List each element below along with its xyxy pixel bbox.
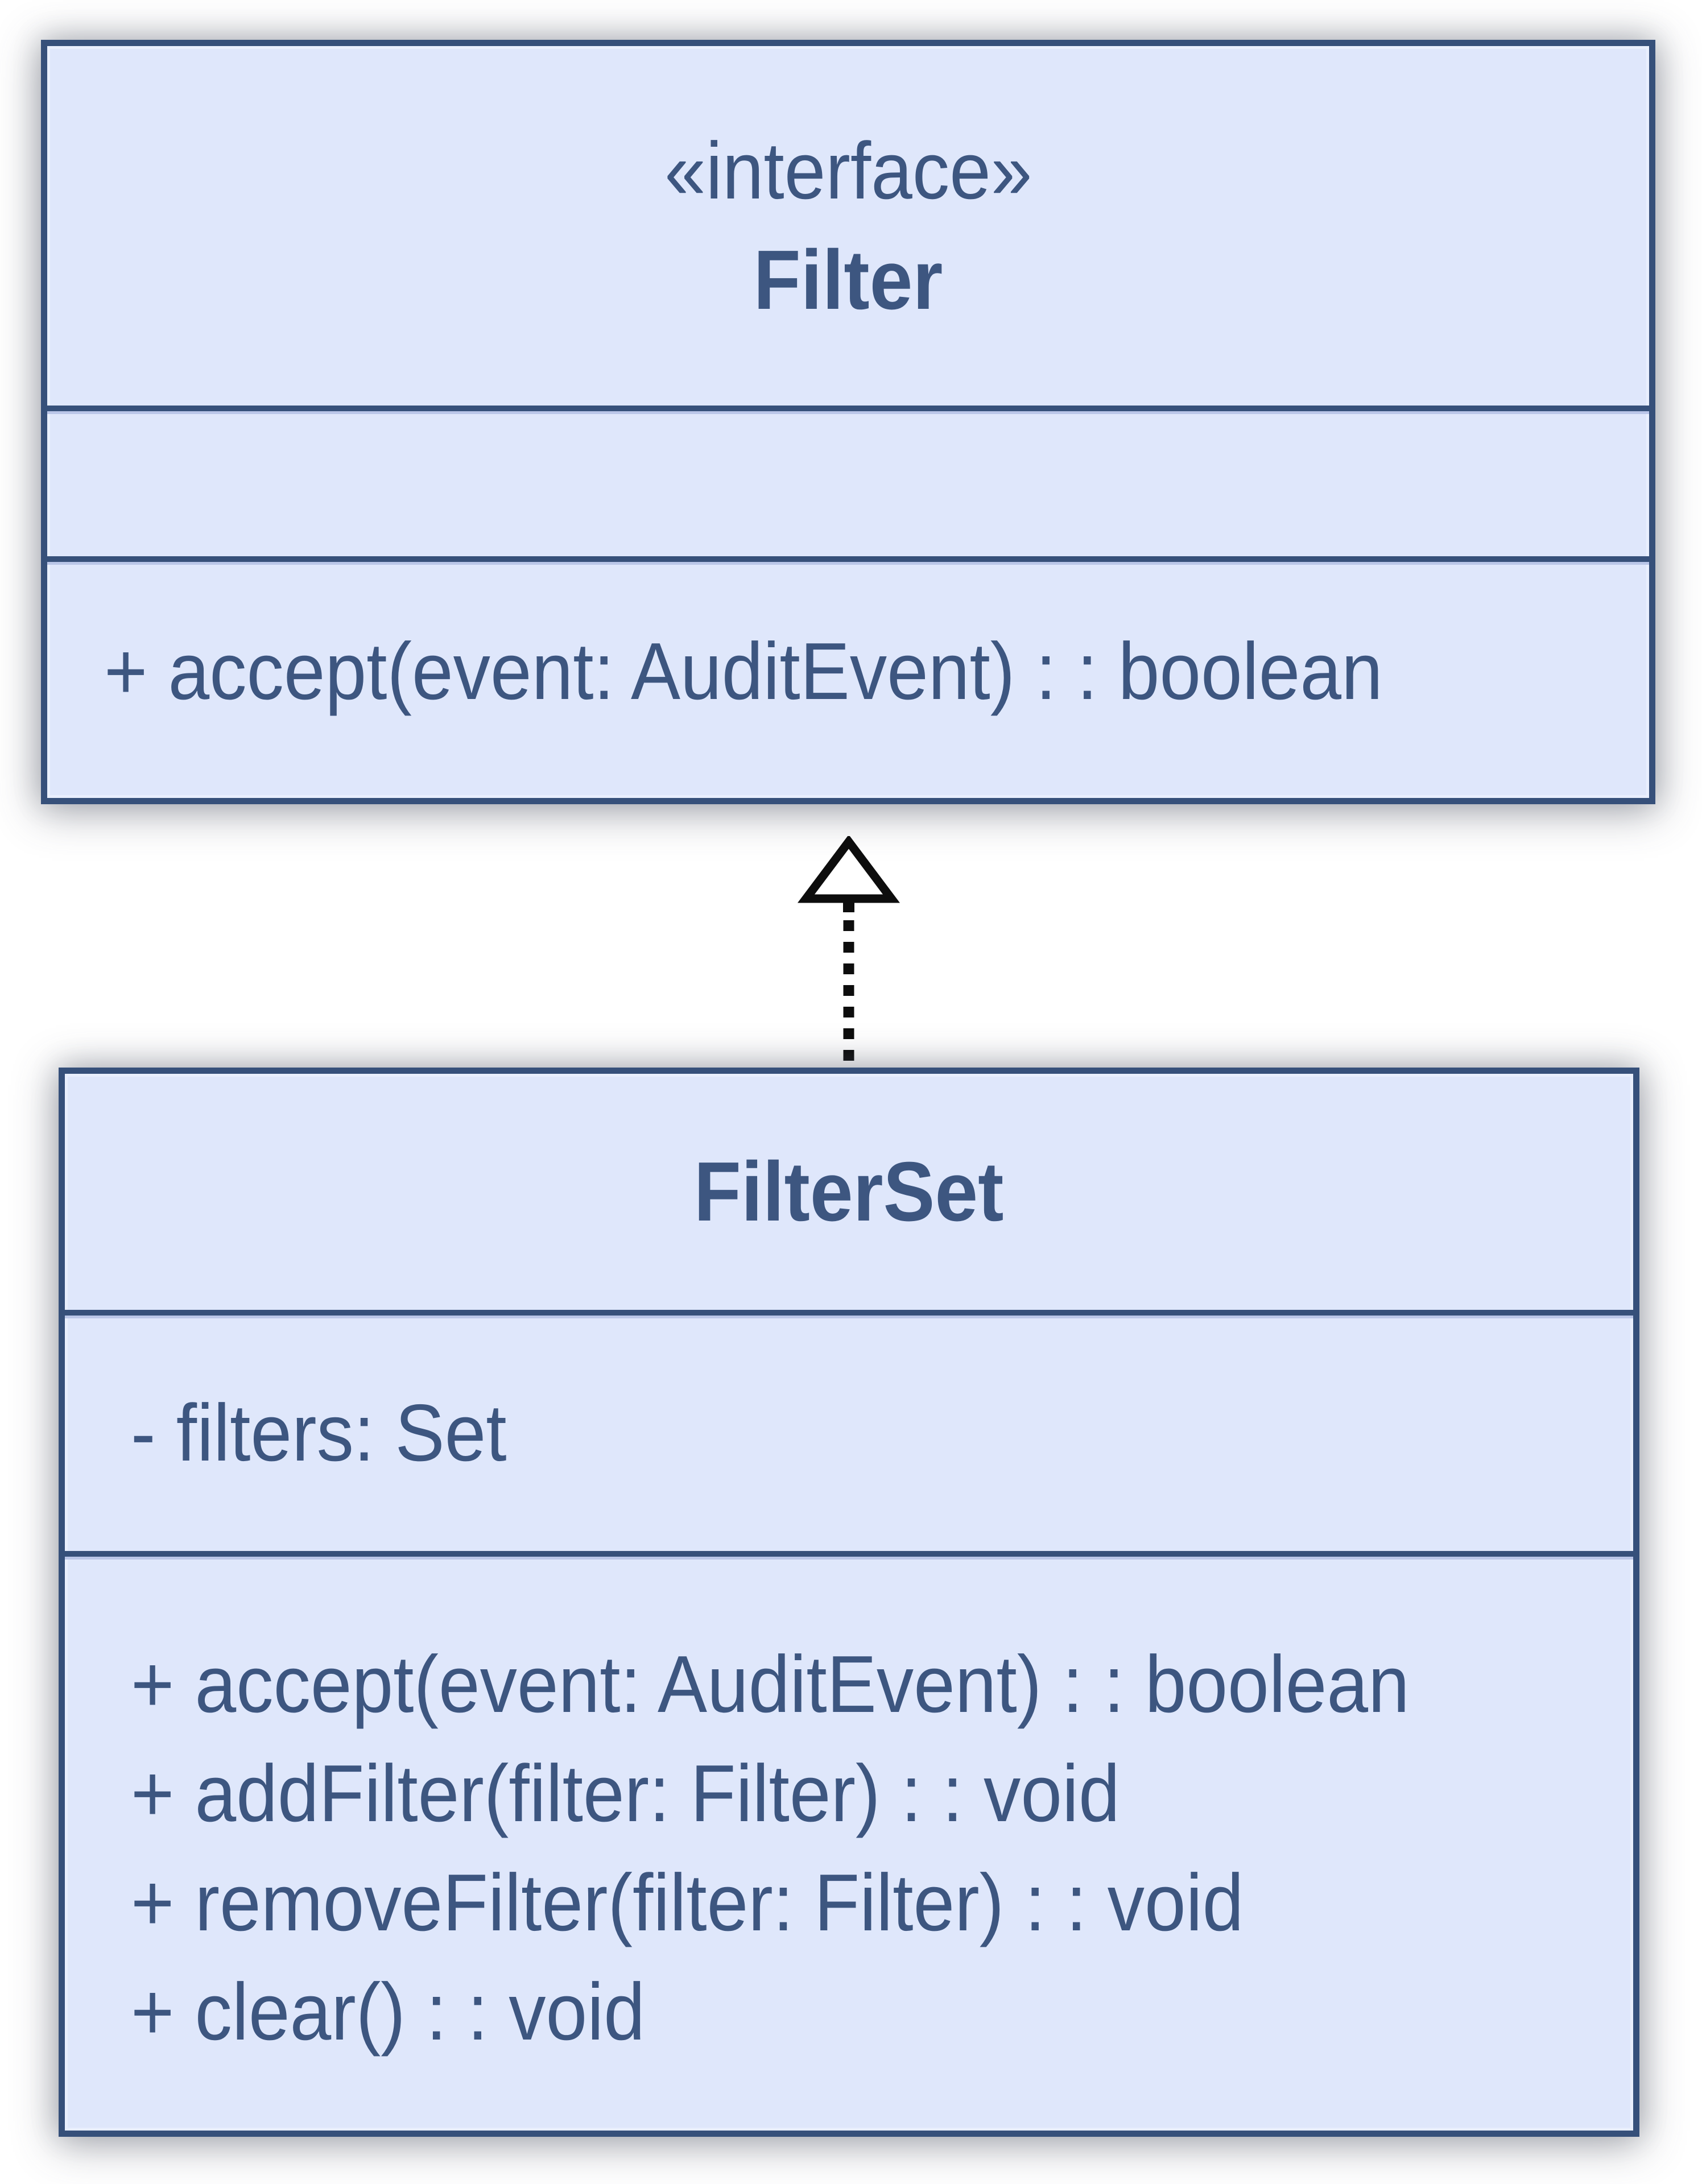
hollow-triangle-arrowhead	[798, 836, 900, 903]
method-add-filter: + addFilter(filter: Filter) : : void	[131, 1748, 1120, 1839]
interface-class-name: Filter	[753, 233, 943, 327]
filterset-class-box[interactable]: FilterSet - filters: Set + accept(event:…	[59, 1068, 1639, 2137]
method-accept: + accept(event: AuditEvent) : : boolean	[131, 1639, 1410, 1730]
interface-attributes-compartment	[47, 406, 1649, 556]
method-clear: + clear() : : void	[131, 1966, 645, 2057]
interface-filter-class-box[interactable]: «interface» Filter + accept(event: Audit…	[41, 40, 1655, 804]
method-remove-filter: + removeFilter(filter: Filter) : : void	[131, 1857, 1244, 1948]
attribute-filters: - filters: Set	[131, 1388, 507, 1478]
stereotype-label: «interface»	[664, 126, 1032, 216]
realization-arrow[interactable]	[792, 836, 906, 1068]
filterset-class-name: FilterSet	[694, 1144, 1004, 1239]
filterset-title-compartment: FilterSet	[65, 1074, 1633, 1310]
filterset-methods-compartment: + accept(event: AuditEvent) : : boolean …	[65, 1551, 1633, 2131]
method-accept: + accept(event: AuditEvent) : : boolean	[104, 626, 1383, 717]
interface-methods-compartment: + accept(event: AuditEvent) : : boolean	[47, 556, 1649, 798]
filterset-attributes-compartment: - filters: Set	[65, 1310, 1633, 1551]
interface-title-compartment: «interface» Filter	[47, 46, 1649, 406]
